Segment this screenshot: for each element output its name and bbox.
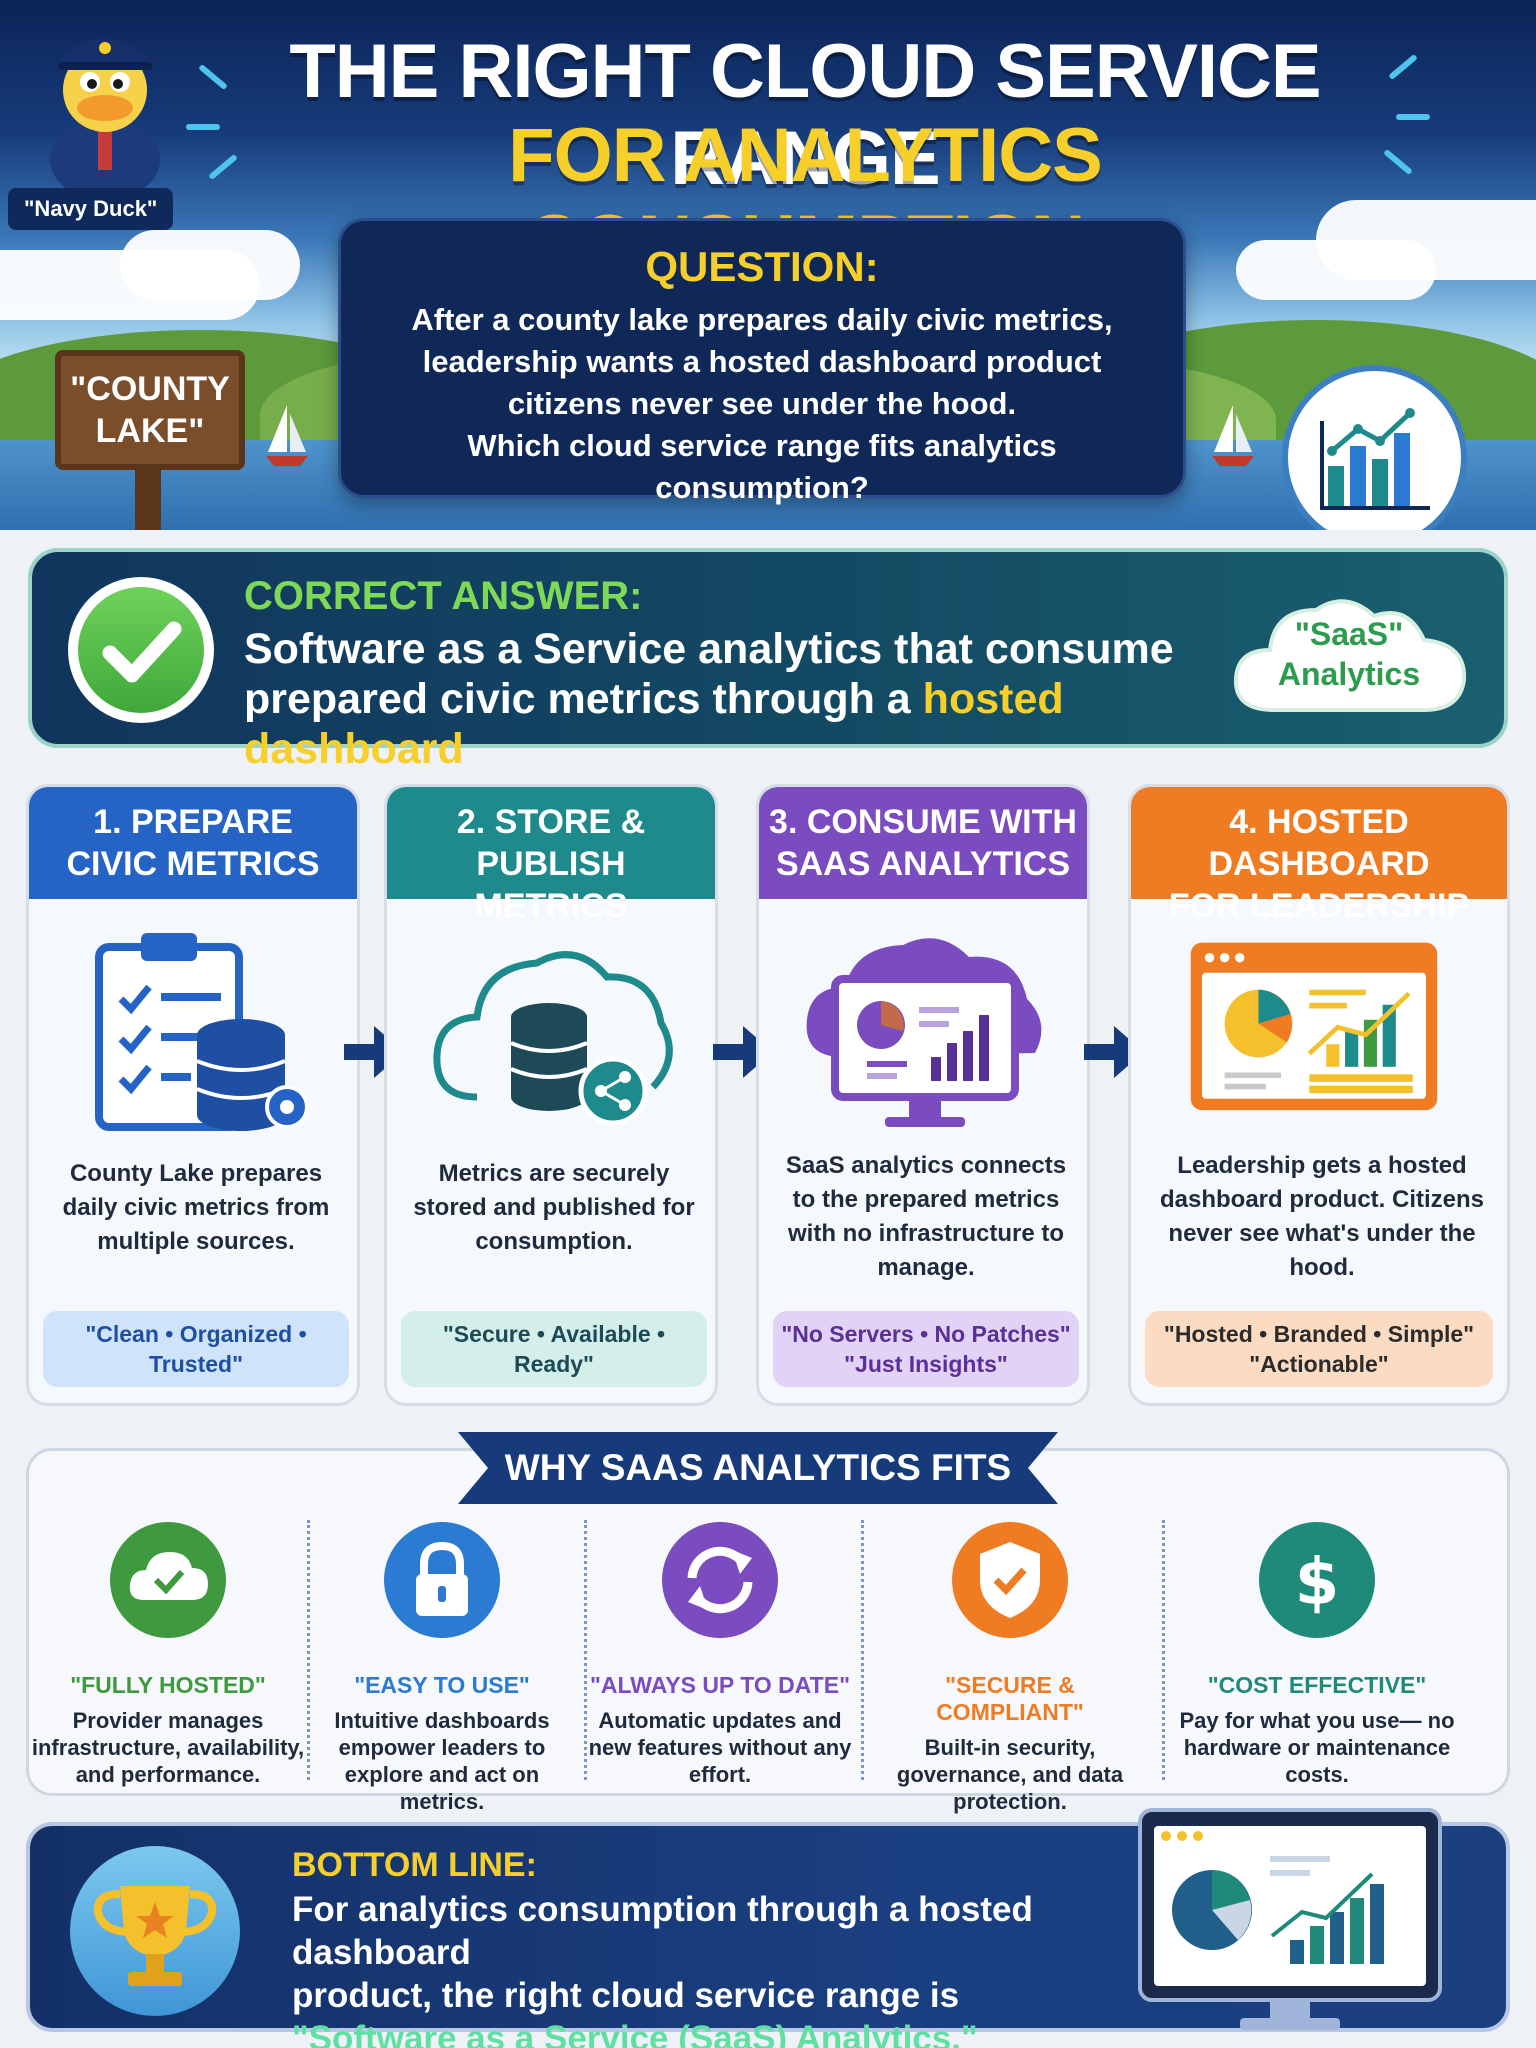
why-item-easy-to-use: "EASY TO USE" Intuitive dashboards empow…: [302, 1522, 582, 1815]
correct-answer-panel: CORRECT ANSWER: Software as a Service an…: [28, 548, 1508, 773]
step-description: Leadership gets a hosted dashboard produ…: [1159, 1152, 1485, 1281]
answer-label: CORRECT ANSWER:: [244, 574, 643, 618]
why-banner: WHY SAAS ANALYTICS FITS: [458, 1432, 1058, 1504]
saas-cloud-icon: [1233, 599, 1467, 712]
chart-badge: [1282, 365, 1467, 530]
divider: [584, 1520, 587, 1780]
sign-post: [135, 470, 161, 530]
sparkle-icon: [186, 124, 220, 130]
monitor-dashboard-icon: [1138, 1808, 1442, 2030]
divider: [307, 1520, 310, 1780]
sparkle-icon: [198, 63, 228, 91]
step-tag: "Hosted • Branded • Simple" "Actionable": [1145, 1311, 1493, 1387]
why-title: "FULLY HOSTED": [70, 1672, 266, 1698]
why-item-fully-hosted: "FULLY HOSTED" Provider manages infrastr…: [28, 1522, 308, 1788]
why-title: "SECURE & COMPLIANT": [936, 1672, 1084, 1725]
question-line: After a county lake prepares daily civic…: [411, 302, 1113, 337]
step-card-dashboard: 4. HOSTED DASHBOARD FOR LEADERSHIP Leade…: [1128, 784, 1510, 1406]
why-item-always-up-to-date: "ALWAYS UP TO DATE" Automatic updates an…: [580, 1522, 860, 1788]
divider: [861, 1520, 864, 1780]
sparkle-icon: [1383, 148, 1413, 176]
lock-icon: [384, 1522, 500, 1638]
question-box: QUESTION: After a county lake prepares d…: [338, 218, 1186, 505]
cloud-database-share-icon: [433, 951, 673, 1126]
step-description: County Lake prepares daily civic metrics…: [62, 1160, 330, 1255]
sparkle-icon: [1388, 53, 1418, 81]
cloud-decoration: [120, 230, 300, 300]
step-card-store: 2. STORE & PUBLISH METRICS Metrics are s…: [384, 784, 718, 1406]
bottom-line-label: BOTTOM LINE:: [292, 1846, 537, 1884]
step-card-consume: 3. CONSUME WITH SAAS ANALYTICS SaaS anal…: [756, 784, 1090, 1406]
why-item-secure-compliant: "SECURE & COMPLIANT" Built-in security, …: [870, 1522, 1150, 1815]
why-saas-panel: [26, 1448, 1510, 1796]
step-title: 1. PREPARE CIVIC METRICS: [29, 787, 357, 899]
divider: [1162, 1520, 1165, 1780]
step-card-prepare: 1. PREPARE CIVIC METRICS County Lake pre…: [26, 784, 360, 1406]
why-title: "COST EFFECTIVE": [1207, 1672, 1427, 1698]
why-text: Pay for what you use— no hardware or mai…: [1179, 1708, 1455, 1787]
svg-text:$: $: [1295, 1546, 1340, 1620]
sailboat-icon: [1212, 405, 1254, 466]
sign-line1: "COUNTY: [70, 370, 230, 408]
step-title: 4. HOSTED DASHBOARD FOR LEADERSHIP: [1131, 787, 1507, 925]
trophy-icon: [70, 1846, 240, 2016]
question-text: After a county lake prepares daily civic…: [341, 299, 1183, 509]
why-title: "ALWAYS UP TO DATE": [590, 1672, 850, 1698]
why-text: Intuitive dashboards empower leaders to …: [334, 1708, 550, 1814]
why-title: "EASY TO USE": [354, 1672, 530, 1698]
step-tag: "Clean • Organized • Trusted": [43, 1311, 349, 1387]
cloud-decoration: [1236, 240, 1436, 300]
why-text: Provider manages infrastructure, availab…: [31, 1708, 305, 1787]
mascot-label: "Navy Duck": [8, 188, 174, 230]
answer-highlight: hosted dashboard: [244, 675, 1064, 773]
saas-cloud-label: "SaaS" Analytics: [1277, 616, 1421, 692]
step-tag: "Secure • Available • Ready": [401, 1311, 707, 1387]
question-line: leadership wants a hosted dashboard prod…: [422, 344, 1102, 379]
sailboat-icon: [266, 405, 308, 466]
question-title: QUESTION:: [645, 243, 879, 290]
question-line: citizens never see under the hood.: [507, 386, 1017, 421]
bar-chart-icon: [1320, 408, 1430, 510]
sign-line2: LAKE": [95, 412, 205, 450]
bottom-line-text: For analytics consumption through a host…: [292, 1888, 1172, 2048]
bottom-line-highlight: "Software as a Service (SaaS) Analytics.…: [292, 2019, 978, 2048]
dollar-icon: $: [1259, 1522, 1375, 1638]
step-description: SaaS analytics connects to the prepared …: [785, 1152, 1067, 1281]
why-text: Automatic updates and new features witho…: [588, 1708, 852, 1787]
why-item-cost-effective: $ "COST EFFECTIVE" Pay for what you use—…: [1177, 1522, 1457, 1788]
cloud-monitor-analytics-icon: [806, 938, 1042, 1127]
answer-text: Software as a Service analytics that con…: [244, 624, 1244, 774]
step-tag: "No Servers • No Patches" "Just Insights…: [773, 1311, 1079, 1387]
shield-check-icon: [952, 1522, 1068, 1638]
page-title-line1: THE RIGHT CLOUD SERVICE RANGE: [289, 29, 1321, 201]
refresh-icon: [662, 1522, 778, 1638]
answer-line2: prepared civic metrics through a: [244, 675, 923, 723]
county-lake-sign: "COUNTY LAKE": [55, 350, 245, 470]
clipboard-database-icon: [95, 933, 309, 1131]
step-description: Metrics are securely stored and publishe…: [413, 1160, 695, 1255]
checkmark-icon: [68, 577, 214, 723]
answer-line1: Software as a Service analytics that con…: [244, 625, 1174, 673]
step-title: 3. CONSUME WITH SAAS ANALYTICS: [759, 787, 1087, 899]
question-line: Which cloud service range fits analytics…: [467, 428, 1057, 505]
navy-duck-mascot-icon: [50, 39, 160, 190]
why-text: Built-in security, governance, and data …: [896, 1735, 1124, 1814]
sparkle-icon: [1396, 114, 1430, 120]
header-banner: "Navy Duck" THE RIGHT CLOUD SERVICE RANG…: [0, 0, 1536, 530]
cloud-check-icon: [110, 1522, 226, 1638]
step-title: 2. STORE & PUBLISH METRICS: [387, 787, 715, 925]
dashboard-window-icon: [1190, 942, 1438, 1111]
